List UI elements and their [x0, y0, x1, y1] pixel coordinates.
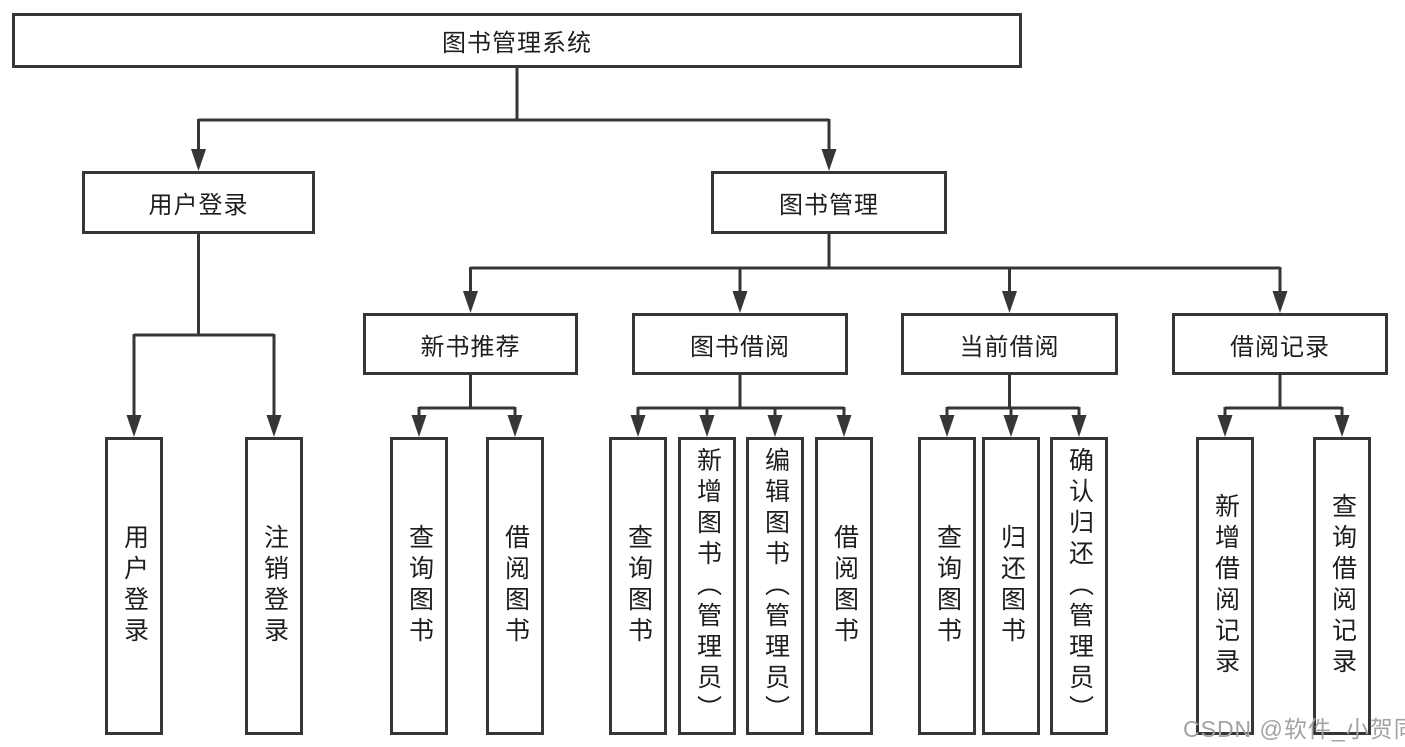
node-book-management-label: 图书管理	[779, 192, 879, 219]
leaf-rec-borrow-books: 借阅图书	[486, 437, 544, 735]
node-current-borrowing-label: 当前借阅	[959, 333, 1060, 361]
leaf-bb-add-books-admin: 新增图书（管理员）	[678, 437, 736, 735]
leaf-cb-query-books: 查询图书	[918, 437, 976, 735]
node-new-book-recommend-label: 新书推荐	[420, 333, 521, 361]
leaf-bb-borrow-books-label: 借阅图书	[830, 524, 859, 648]
connector-stems	[132, 68, 1344, 422]
leaf-bb-add-books-admin-label: 新增图书（管理员）	[693, 446, 722, 726]
leaf-cb-confirm-return-admin-label: 确认归还（管理员）	[1065, 446, 1094, 726]
leaf-rec-borrow-books-label: 借阅图书	[501, 524, 530, 648]
node-user-login-label: 用户登录	[148, 192, 249, 219]
leaf-bb-query-books: 查询图书	[609, 437, 667, 735]
node-new-book-recommend: 新书推荐	[363, 313, 578, 375]
leaf-cb-return-books-label: 归还图书	[997, 524, 1026, 648]
leaf-cb-query-books-label: 查询图书	[933, 524, 962, 648]
leaf-rec-query-books-label: 查询图书	[405, 524, 434, 648]
leaf-bb-edit-books-admin-label: 编辑图书（管理员）	[761, 446, 790, 726]
leaf-bb-borrow-books: 借阅图书	[815, 437, 873, 735]
arrowheads	[126, 149, 1350, 437]
node-book-borrowing: 图书借阅	[632, 313, 848, 375]
node-book-borrowing-label: 图书借阅	[690, 333, 790, 361]
node-root-label: 图书管理系统	[442, 30, 592, 57]
leaf-bb-query-books-label: 查询图书	[624, 524, 653, 648]
leaf-logout: 注销登录	[245, 437, 303, 735]
leaf-br-add-record: 新增借阅记录	[1196, 437, 1254, 735]
node-current-borrowing: 当前借阅	[901, 313, 1118, 375]
leaf-user-login: 用户登录	[105, 437, 163, 735]
leaf-bb-edit-books-admin: 编辑图书（管理员）	[746, 437, 804, 735]
leaf-br-query-record: 查询借阅记录	[1313, 437, 1371, 735]
leaf-rec-query-books: 查询图书	[390, 437, 448, 735]
node-borrowing-records: 借阅记录	[1172, 313, 1388, 375]
leaf-logout-label: 注销登录	[260, 524, 289, 648]
leaf-cb-confirm-return-admin: 确认归还（管理员）	[1050, 437, 1108, 735]
node-user-login: 用户登录	[82, 171, 315, 234]
node-book-management: 图书管理	[711, 171, 947, 234]
node-root: 图书管理系统	[12, 13, 1022, 68]
leaf-br-query-record-label: 查询借阅记录	[1328, 493, 1357, 679]
csdn-watermark: CSDN @软件_小贺同学	[1183, 716, 1405, 742]
node-borrowing-records-label: 借阅记录	[1230, 333, 1330, 361]
leaf-br-add-record-label: 新增借阅记录	[1211, 493, 1240, 679]
leaf-cb-return-books: 归还图书	[982, 437, 1040, 735]
leaf-user-login-label: 用户登录	[120, 524, 149, 648]
